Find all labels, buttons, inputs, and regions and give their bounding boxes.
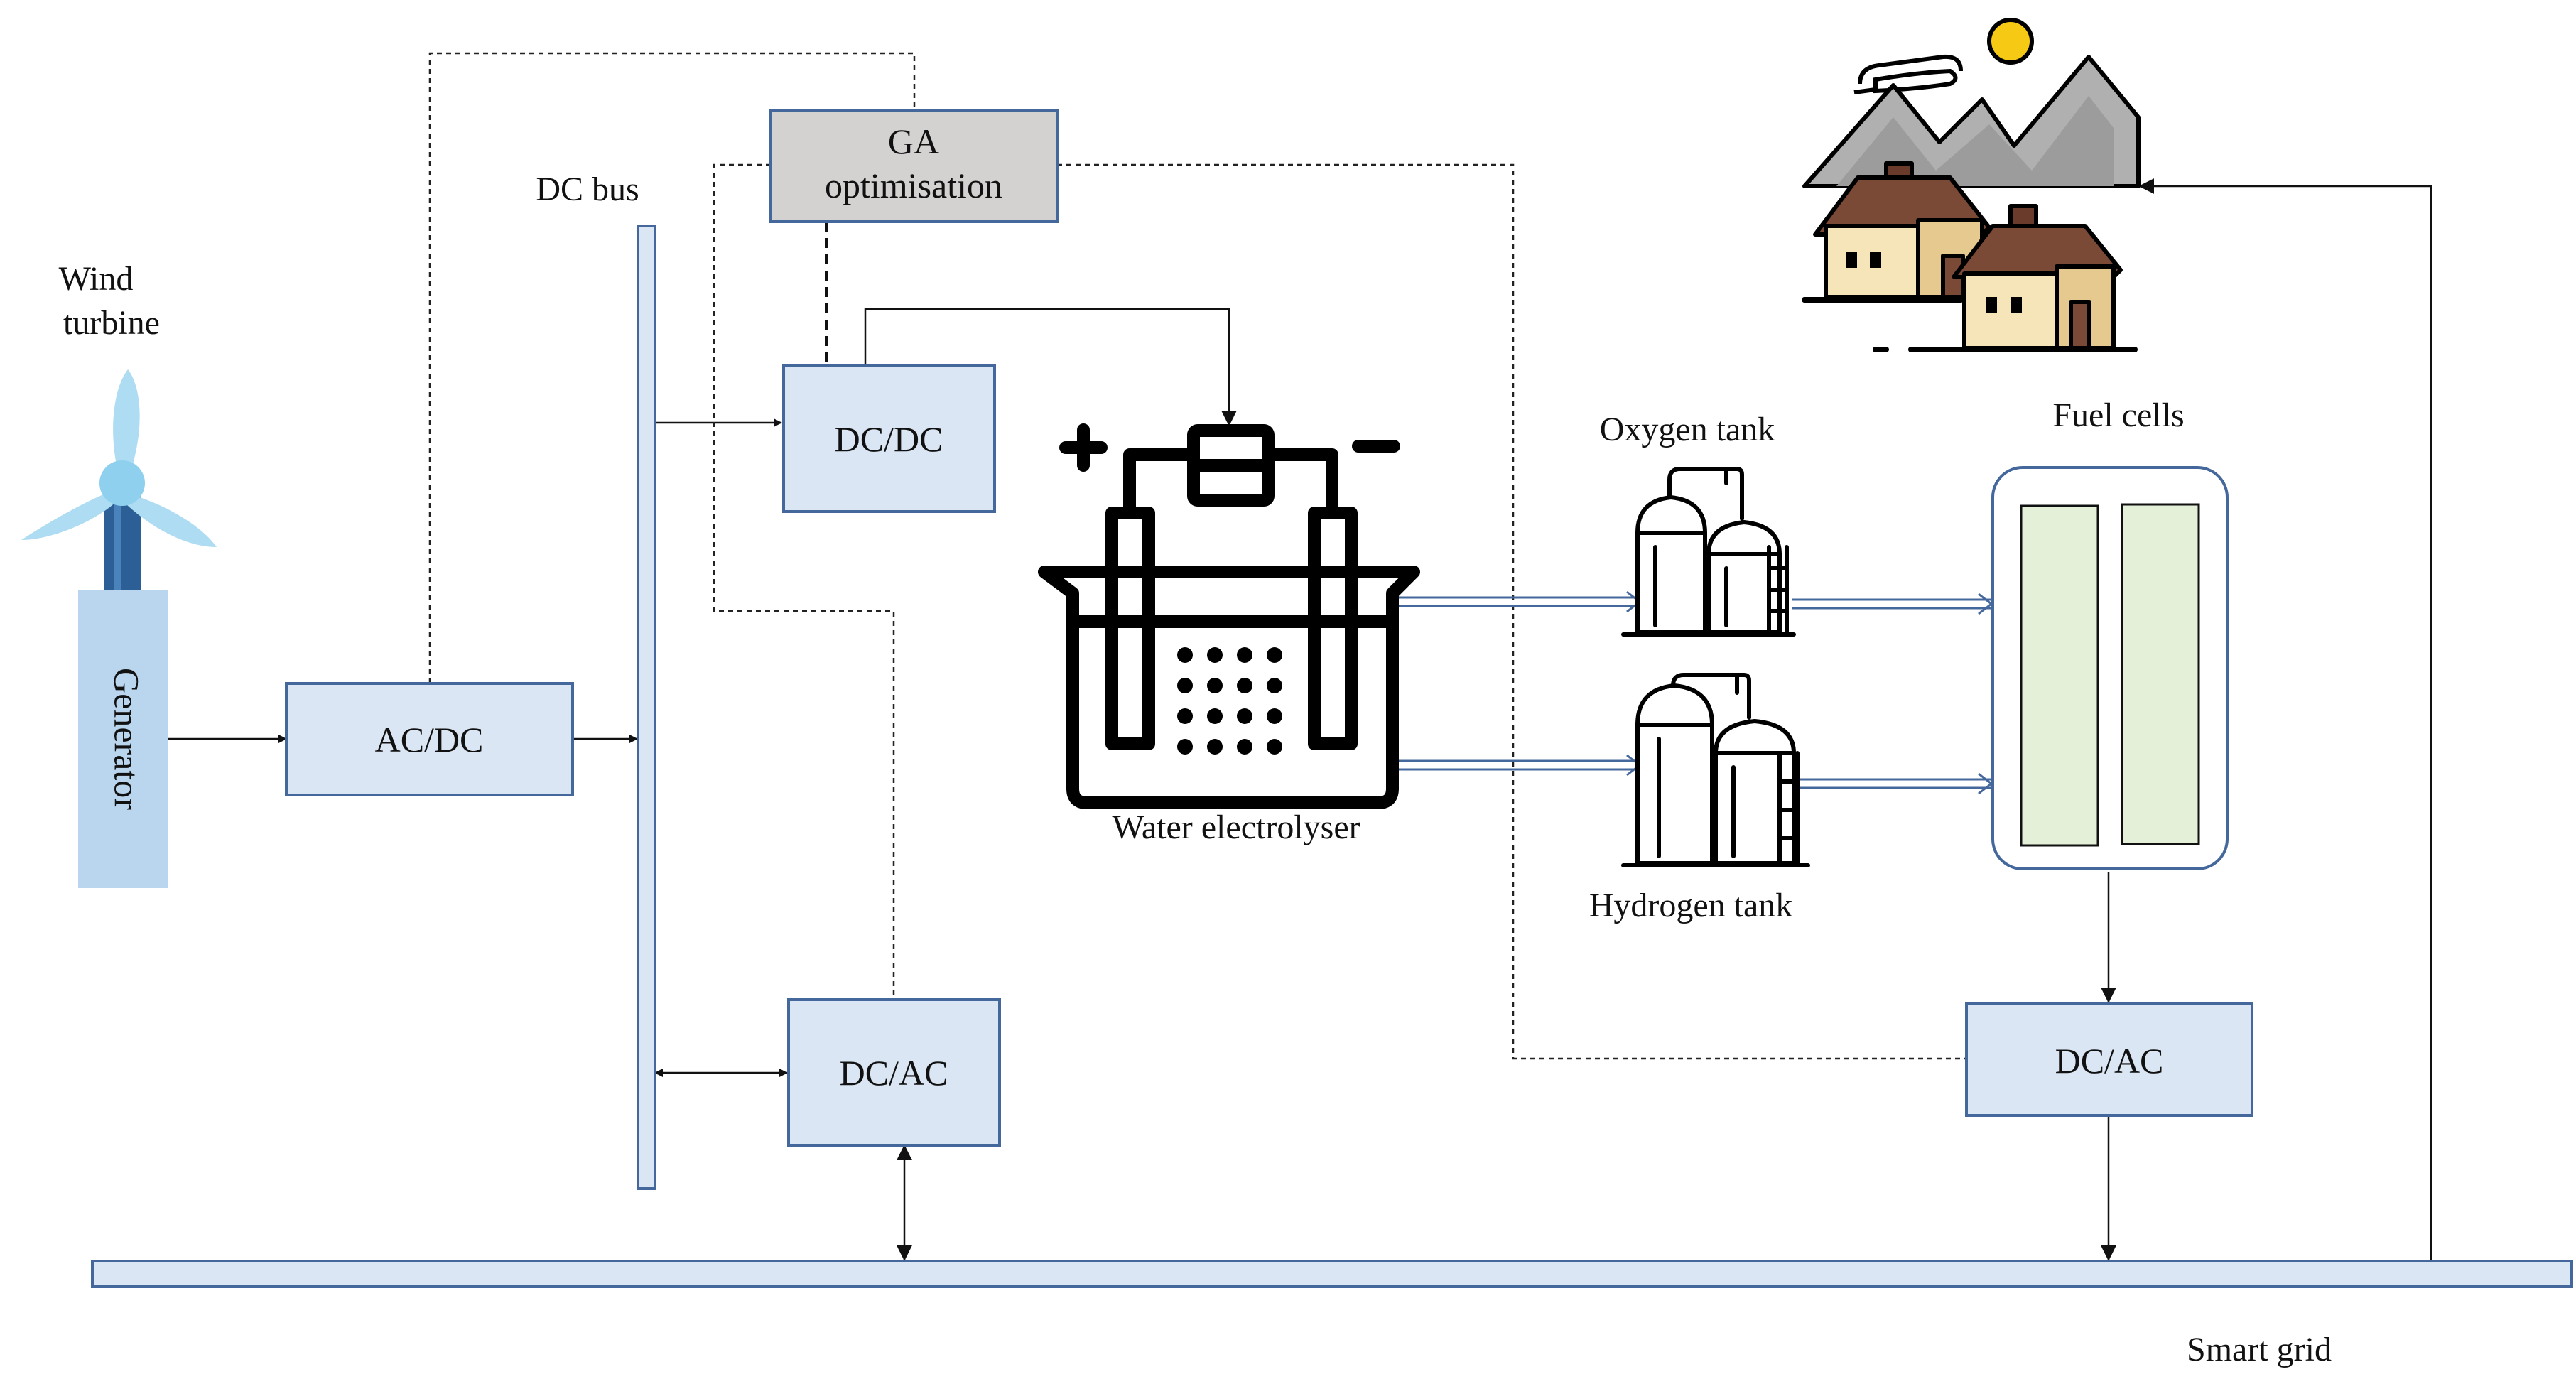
fuel-cell-plate-right — [2121, 503, 2200, 845]
generator: Generator — [78, 590, 168, 888]
dc-ac-left-label: DC/AC — [840, 1053, 948, 1093]
hydrogen-tank-label: Hydrogen tank — [1589, 887, 1793, 924]
village-houses-icon — [1802, 18, 2141, 352]
ga-optimisation-block: GA optimisation — [769, 109, 1059, 223]
water-electrolyser-icon — [1038, 423, 1420, 809]
fuel-cells-stack — [1991, 466, 2229, 870]
ga-label-line2: optimisation — [825, 166, 1002, 205]
smart-grid-label: Smart grid — [2187, 1331, 2332, 1368]
wind-turbine-label-line2: turbine — [63, 304, 160, 342]
dc-ac-right-label: DC/AC — [2055, 1041, 2164, 1081]
ga-label-line1: GA — [888, 121, 939, 161]
dc-bus-label: DC bus — [536, 171, 639, 208]
fuel-cell-plate-left — [2020, 504, 2099, 847]
generator-label: Generator — [107, 668, 147, 810]
dc-dc-converter: DC/DC — [782, 364, 996, 513]
ac-dc-converter: AC/DC — [285, 682, 574, 796]
oxygen-tank-label: Oxygen tank — [1600, 411, 1775, 448]
dc-ac-converter-right: DC/AC — [1965, 1002, 2253, 1117]
smart-grid-bus — [91, 1260, 2573, 1288]
fuel-cells-label: Fuel cells — [2052, 396, 2184, 434]
wind-turbine-icon — [21, 369, 217, 597]
dc-dc-label: DC/DC — [835, 419, 943, 459]
ac-dc-label: AC/DC — [375, 720, 484, 759]
dc-ac-converter-left: DC/AC — [787, 998, 1001, 1147]
hydrogen-tank-icon — [1621, 673, 1810, 867]
wind-turbine-label-line1: Wind — [59, 260, 134, 298]
dc-bus — [637, 225, 656, 1190]
water-electrolyser-label: Water electrolyser — [1112, 809, 1360, 846]
oxygen-tank-icon — [1621, 467, 1796, 637]
